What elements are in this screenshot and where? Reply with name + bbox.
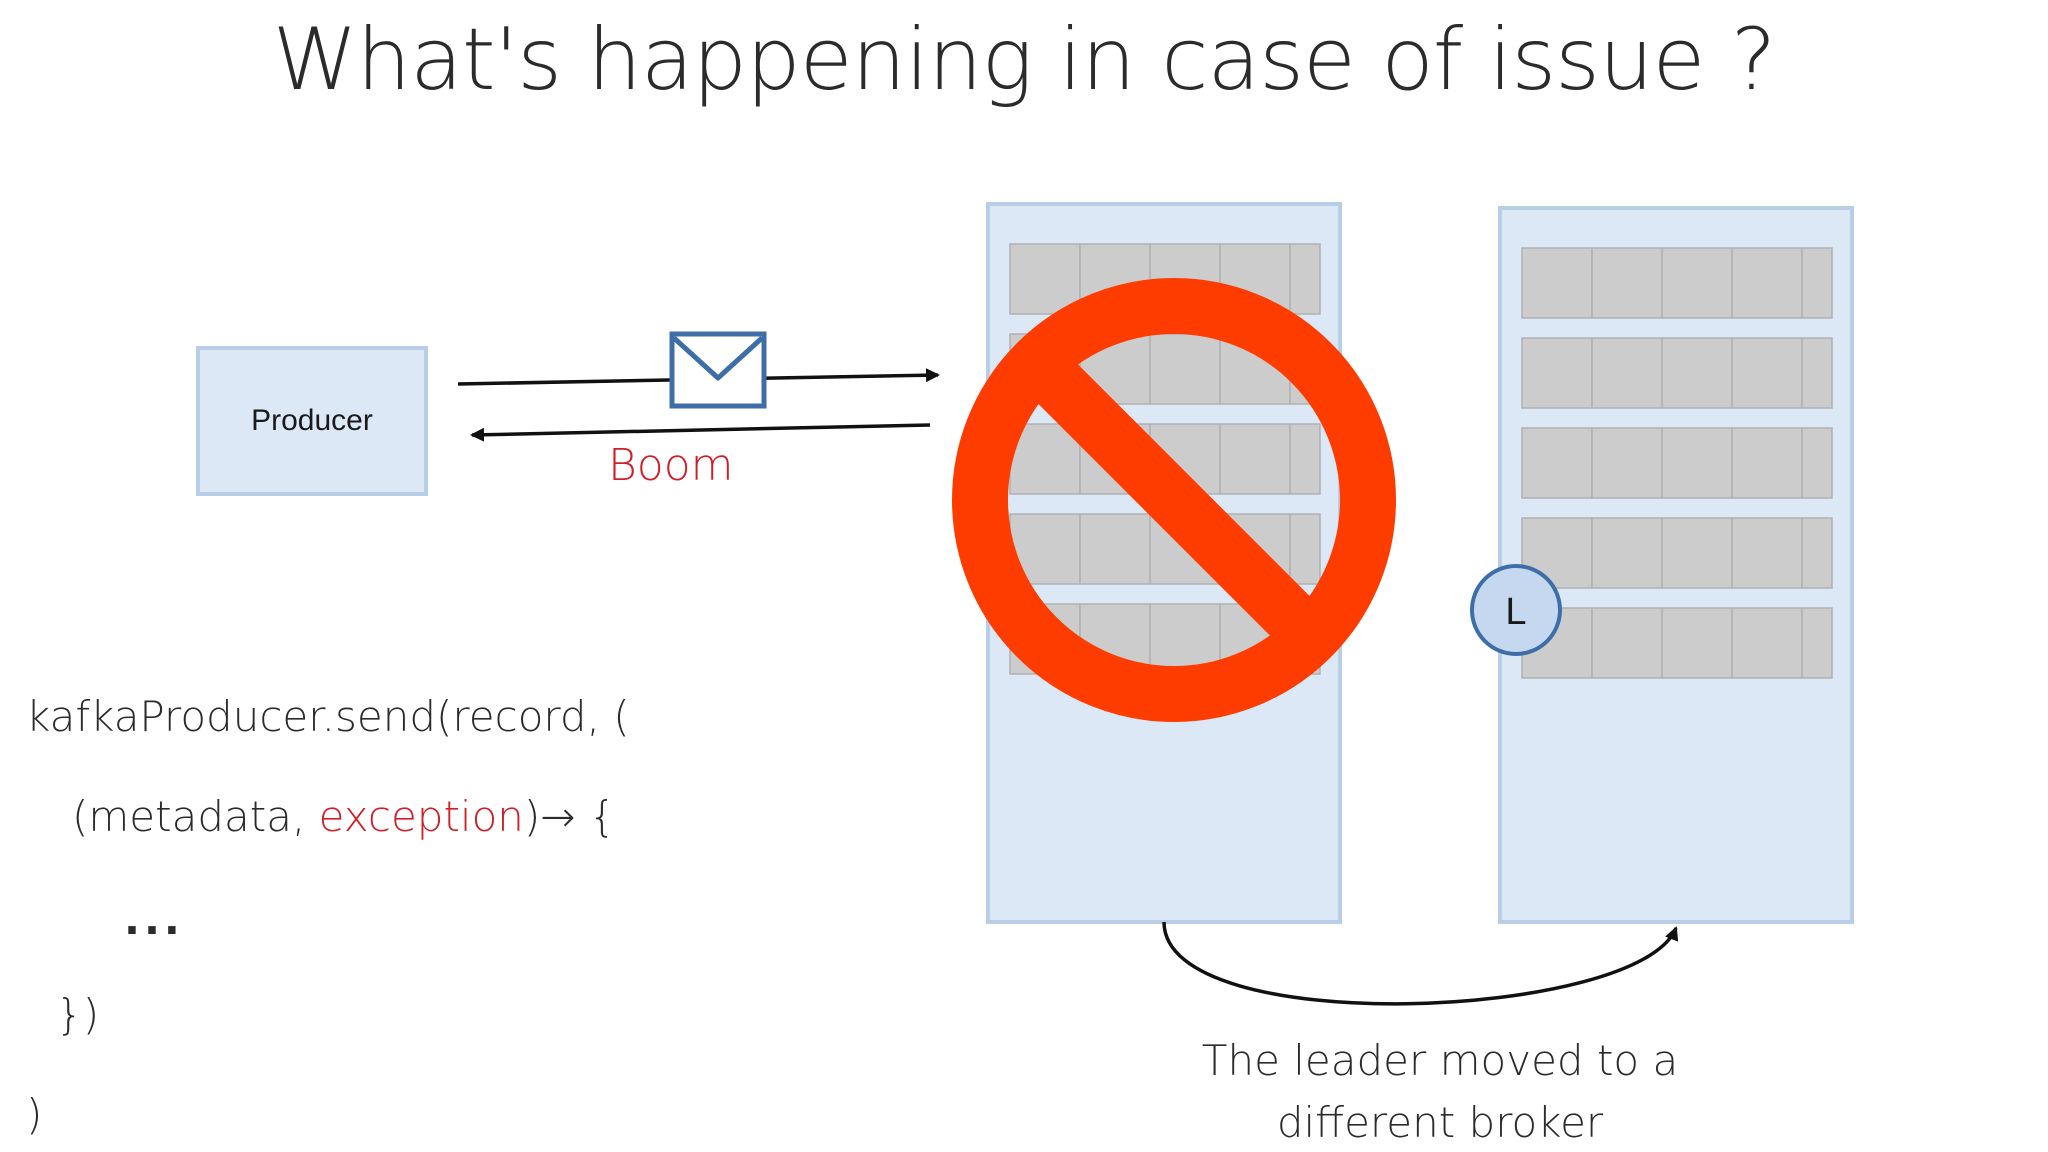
partition-cell: [1521, 427, 1593, 499]
envelope-icon: [669, 331, 767, 409]
broker-2-partition-row: [1521, 427, 1833, 499]
code-line-2-prefix: (metadata,: [72, 792, 319, 841]
partition-cell: [1591, 517, 1663, 589]
partition-cell: [1591, 427, 1663, 499]
partition-cell: [1289, 243, 1321, 315]
partition-cell: [1731, 337, 1803, 409]
partition-cell: [1661, 607, 1733, 679]
partition-cell: [1661, 337, 1733, 409]
code-line-2-suffix: )→ {: [523, 792, 616, 841]
partition-cell: [1801, 247, 1833, 319]
partition-cell: [1661, 427, 1733, 499]
partition-cell: [1521, 337, 1593, 409]
broker-2: [1498, 206, 1854, 924]
caption: The leader moved to a different broker: [1180, 1030, 1700, 1152]
code-exception: exception: [318, 792, 524, 841]
code-line-4: }): [56, 990, 100, 1039]
code-line-5: ): [26, 1090, 43, 1139]
leader-move-arrow: [1162, 921, 1679, 1006]
partition-cell: [1731, 247, 1803, 319]
leader-badge-label: L: [1505, 591, 1526, 633]
broker-2-partition-row: [1521, 517, 1833, 589]
response-arrow: [470, 423, 931, 442]
partition-cell: [1731, 607, 1803, 679]
code-line-2: (metadata, exception)→ {: [72, 792, 616, 841]
partition-cell: [1521, 247, 1593, 319]
partition-cell: [1801, 607, 1833, 679]
boom-label: Boom: [608, 440, 734, 491]
partition-cell: [1289, 513, 1321, 585]
partition-cell: [1149, 333, 1221, 405]
broker-2-partition-row: [1521, 607, 1833, 679]
code-line-1: kafkaProducer.send(record, (: [26, 692, 630, 741]
broker-2-partitions: [1521, 247, 1833, 679]
partition-cell: [1731, 517, 1803, 589]
partition-cell: [1591, 607, 1663, 679]
broker-2-partition-row: [1521, 337, 1833, 409]
broker-2-partition-row: [1521, 247, 1833, 319]
caption-line-1: The leader moved to a: [1201, 1036, 1679, 1085]
partition-cell: [1009, 243, 1081, 315]
partition-cell: [1801, 337, 1833, 409]
prohibited-icon: [952, 278, 1396, 722]
partition-cell: [1219, 423, 1291, 495]
partition-cell: [1591, 247, 1663, 319]
producer-label: Producer: [251, 404, 373, 437]
code-line-3: ...: [124, 895, 184, 944]
caption-line-2: different broker: [1276, 1098, 1604, 1147]
partition-cell: [1289, 423, 1321, 495]
partition-cell: [1801, 427, 1833, 499]
partition-cell: [1661, 247, 1733, 319]
partition-cell: [1661, 517, 1733, 589]
slide-title: What's happening in case of issue ?: [272, 10, 1777, 110]
producer-box: Producer: [196, 346, 428, 496]
partition-cell: [1079, 513, 1151, 585]
leader-badge: L: [1470, 564, 1562, 656]
partition-cell: [1149, 603, 1221, 675]
partition-cell: [1591, 337, 1663, 409]
partition-cell: [1009, 423, 1081, 495]
partition-cell: [1731, 427, 1803, 499]
partition-cell: [1801, 517, 1833, 589]
